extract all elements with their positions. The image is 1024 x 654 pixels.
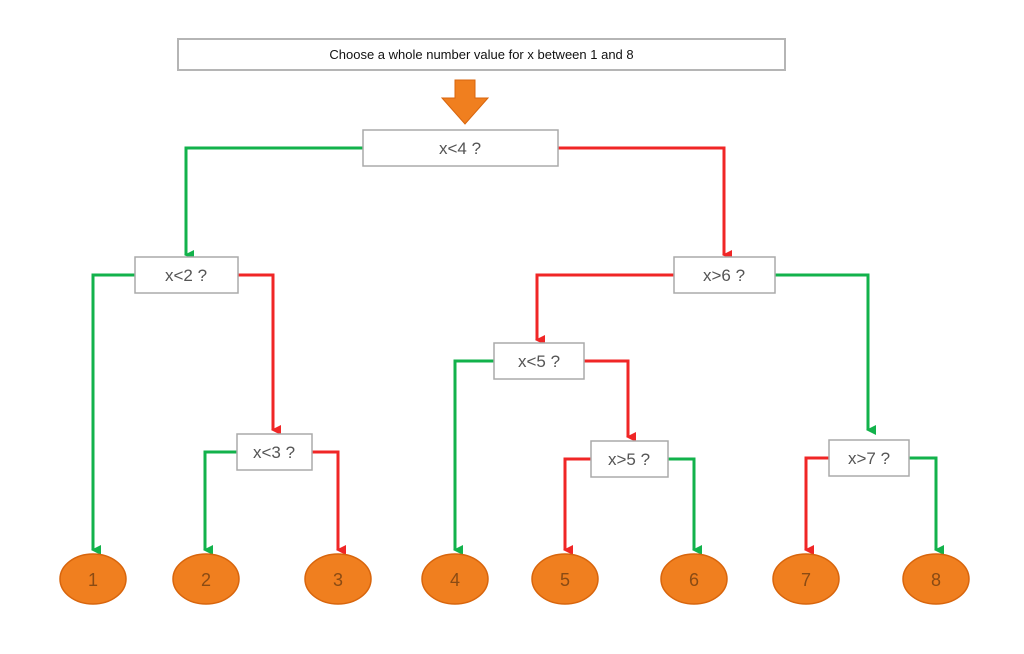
node-x-lt-3-label: x<3 ? <box>253 443 295 462</box>
edge-root-no <box>558 146 732 260</box>
edge-n2-yes <box>91 273 135 555</box>
edge-n7-yes <box>909 456 944 555</box>
edge-n5gt-yes <box>668 457 702 555</box>
edge-n3-yes <box>203 450 237 555</box>
edge-n5gt-no <box>563 457 591 555</box>
leaf-3-label: 3 <box>333 570 343 590</box>
leaf-8: 8 <box>902 553 970 605</box>
leaf-2: 2 <box>172 553 240 605</box>
node-root-label: x<4 ? <box>439 139 481 158</box>
leaf-2-label: 2 <box>201 570 211 590</box>
node-x-gt-5-label: x>5 ? <box>608 450 650 469</box>
edge-n5lt-no <box>584 359 636 442</box>
prompt-box: Choose a whole number value for x betwee… <box>177 38 786 71</box>
node-x-lt-2: x<2 ? <box>134 256 239 294</box>
leaf-5-label: 5 <box>560 570 570 590</box>
edge-root-yes <box>184 146 363 260</box>
edge-n3-no <box>312 450 346 555</box>
node-x-lt-3: x<3 ? <box>236 433 313 471</box>
node-root: x<4 ? <box>362 129 559 167</box>
leaf-6: 6 <box>660 553 728 605</box>
leaf-3: 3 <box>304 553 372 605</box>
node-x-lt-2-label: x<2 ? <box>165 266 207 285</box>
leaf-1-label: 1 <box>88 570 98 590</box>
node-x-gt-6-label: x>6 ? <box>703 266 745 285</box>
node-x-gt-5: x>5 ? <box>590 440 669 478</box>
leaf-4: 4 <box>421 553 489 605</box>
edge-n2-no <box>238 273 281 435</box>
edge-n5lt-yes <box>453 359 494 555</box>
down-arrow-icon <box>440 79 490 125</box>
leaf-7-label: 7 <box>801 570 811 590</box>
edge-n7-no <box>804 456 829 555</box>
leaf-8-label: 8 <box>931 570 941 590</box>
prompt-text: Choose a whole number value for x betwee… <box>329 47 634 62</box>
node-x-gt-6: x>6 ? <box>673 256 776 294</box>
node-x-gt-7-label: x>7 ? <box>848 449 890 468</box>
leaf-5: 5 <box>531 553 599 605</box>
leaf-7: 7 <box>772 553 840 605</box>
leaf-6-label: 6 <box>689 570 699 590</box>
leaf-4-label: 4 <box>450 570 460 590</box>
node-x-gt-7: x>7 ? <box>828 439 910 477</box>
leaf-1: 1 <box>59 553 127 605</box>
node-x-lt-5-label: x<5 ? <box>518 352 560 371</box>
edge-n6-no <box>535 273 674 345</box>
edge-n6-yes <box>775 273 876 435</box>
node-x-lt-5: x<5 ? <box>493 342 585 380</box>
